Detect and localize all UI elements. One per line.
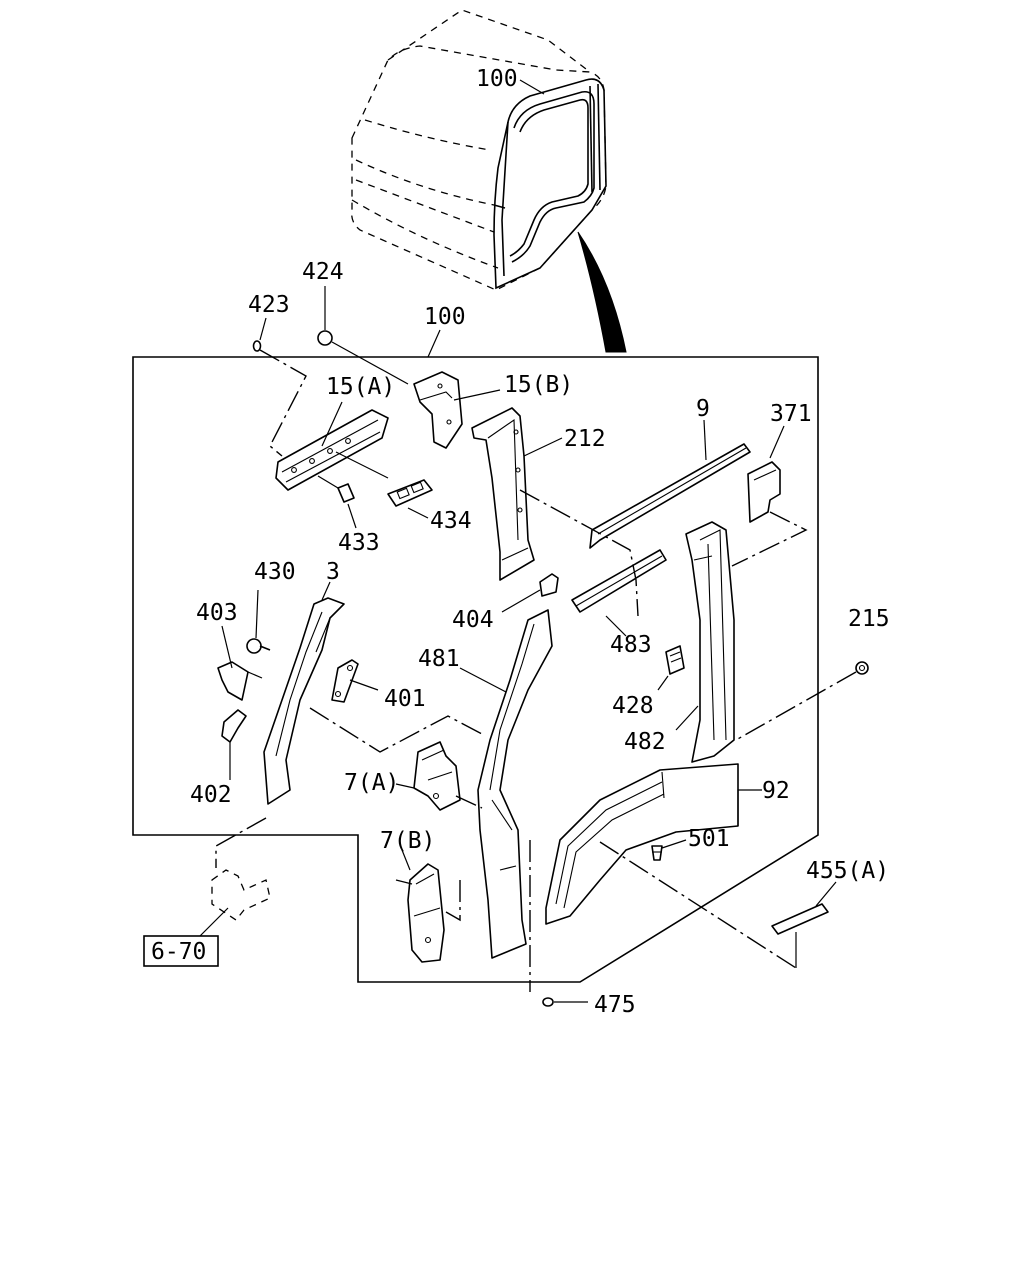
leader-lines [199,79,857,1003]
part-482-pillar [685,521,735,763]
part-433-nut [337,483,355,503]
label-7b: 7(B) [380,828,435,854]
part-475-grommet [542,997,554,1007]
part-423-clip [252,340,262,352]
label-frame-100: 100 [424,304,466,330]
reference-box-6-70[interactable]: 6-70 [143,935,219,967]
part-424-grommet [317,330,333,346]
part-404-bracket [539,573,559,597]
part-430-bolt [246,638,271,654]
label-401: 401 [384,686,426,712]
part-7b-hinge [407,863,445,963]
label-212: 212 [564,426,606,452]
label-15b: 15(B) [504,372,573,398]
label-433: 433 [338,530,380,556]
label-215: 215 [848,606,890,632]
label-428: 428 [612,693,654,719]
label-475: 475 [594,992,636,1018]
label-423: 423 [248,292,290,318]
label-434: 434 [430,508,472,534]
label-501: 501 [688,826,730,852]
part-455a-strip [771,903,829,935]
part-212-pillar [471,407,535,581]
detail-arrow [577,231,627,353]
label-6-70: 6-70 [151,939,206,965]
part-9-rail [589,443,751,549]
part-401-link [331,659,359,703]
callout-labels: 100 100 424 423 15(A) 15(B) 212 9 371 43… [143,66,890,1018]
part-15a-rail [275,409,389,491]
label-483: 483 [610,632,652,658]
cab-illustration [351,9,607,291]
label-7a: 7(A) [344,770,399,796]
assembly-frame [132,356,819,983]
label-9: 9 [696,396,710,422]
label-430: 430 [254,559,296,585]
part-403-bracket [217,661,249,701]
part-15b-bracket [413,371,463,449]
label-482: 482 [624,729,666,755]
part-92-panel [545,763,739,925]
label-92: 92 [762,778,790,804]
label-424: 424 [302,259,344,285]
part-481-pillar [477,609,553,959]
part-7a-hinge [413,741,461,811]
label-cab-100: 100 [476,66,518,92]
label-3: 3 [326,559,340,585]
part-501-screw [651,845,663,861]
part-215-nut [855,661,869,675]
label-371: 371 [770,401,812,427]
label-402: 402 [190,782,232,808]
label-15a: 15(A) [326,374,395,400]
part-428-plate [665,645,685,675]
part-483-channel [571,549,667,613]
part-6-70-reference [211,869,271,921]
label-403: 403 [196,600,238,626]
part-371-bracket [747,461,781,523]
part-402-clip [221,709,247,743]
label-404: 404 [452,607,494,633]
label-481: 481 [418,646,460,672]
part-3-pillar [263,597,345,805]
label-455a: 455(A) [806,858,889,884]
part-434-plate [387,479,433,507]
